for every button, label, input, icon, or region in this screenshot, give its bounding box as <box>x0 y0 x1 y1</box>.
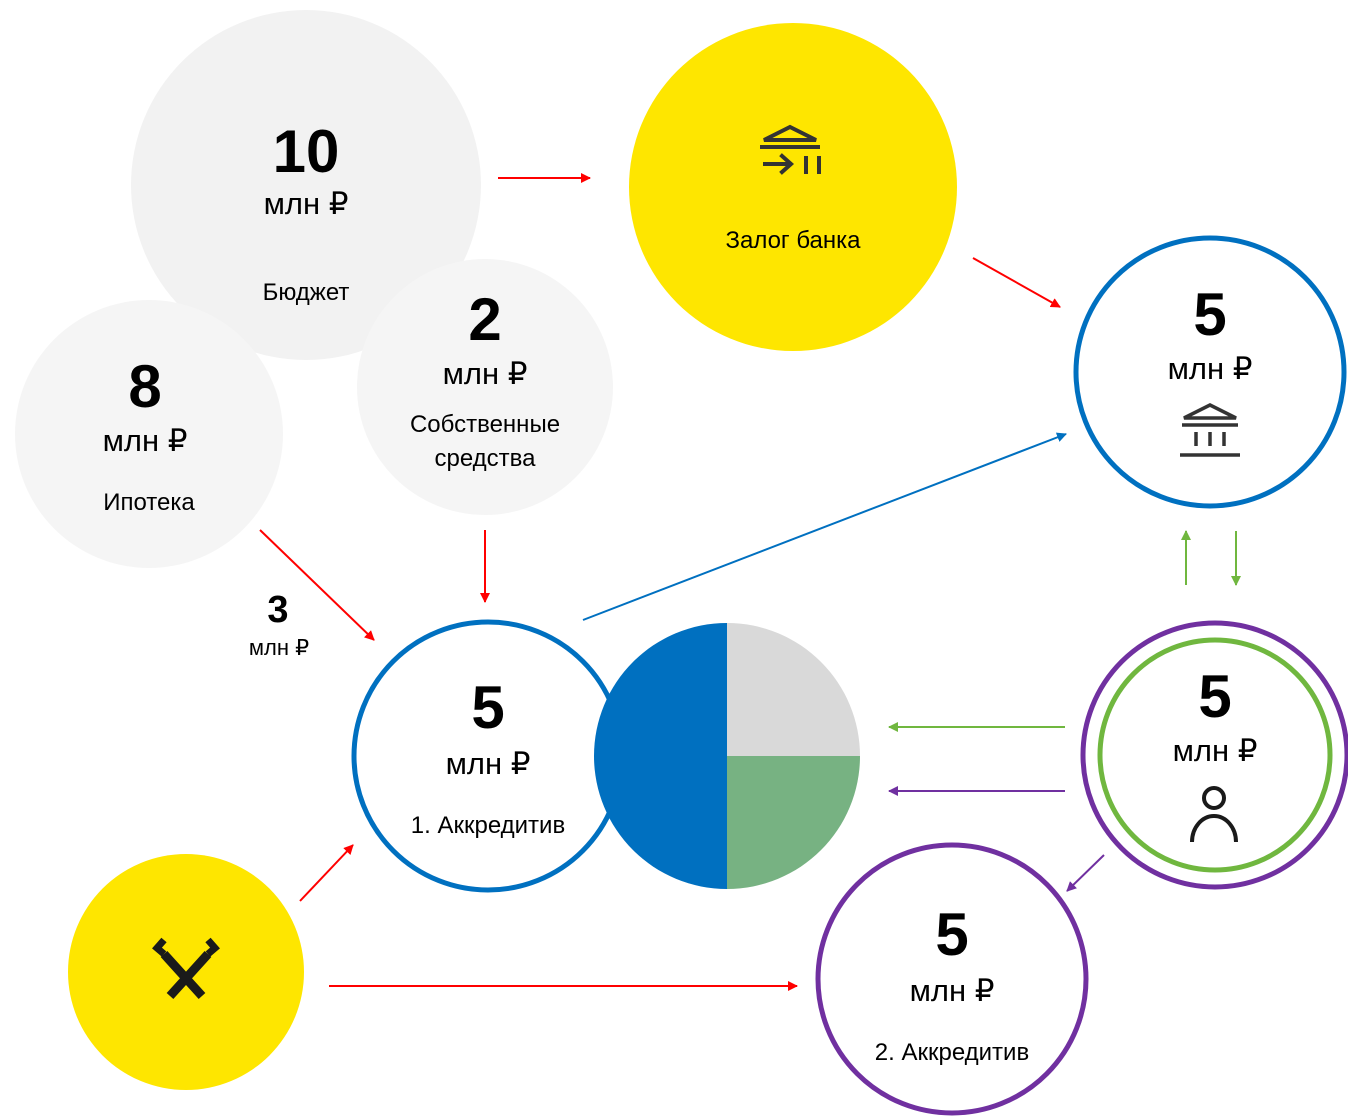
own-funds-circle <box>357 259 613 515</box>
budget-label: Бюджет <box>263 279 350 306</box>
mortgage-amount: 8 <box>128 353 161 420</box>
own-funds-label-line2: средства <box>435 445 537 472</box>
pie-chart <box>594 623 860 889</box>
budget-amount: 10 <box>273 118 340 185</box>
arrow-pledge-to-bank <box>972 257 1061 308</box>
person-icon <box>1190 786 1238 843</box>
mortgage-unit: млн ₽ <box>103 423 188 458</box>
loc2-circle <box>815 842 1089 1116</box>
own-funds-unit: млн ₽ <box>443 356 528 391</box>
budget-unit: млн ₽ <box>264 186 349 221</box>
pie-quadrant-top-right <box>727 623 860 756</box>
budget-circle <box>131 10 481 360</box>
seller-amount: 5 <box>1198 663 1231 730</box>
bank-pledge-label: Залог банка <box>725 227 861 254</box>
arrow-seller-to-loc2 <box>1066 854 1105 892</box>
bank-pledge-circle <box>629 23 957 351</box>
bank-icon <box>1180 403 1240 457</box>
seller-inner-ring <box>1097 637 1333 873</box>
raiffeisen-logo-icon <box>152 937 220 1000</box>
arrow-label-amount: 3 <box>267 589 288 631</box>
mortgage-circle <box>15 300 283 568</box>
arrow-label-unit: млн ₽ <box>249 635 309 660</box>
loc2-unit: млн ₽ <box>910 973 995 1008</box>
bank-unit: млн ₽ <box>1168 351 1253 386</box>
arrow-mortgage-to-loc1 <box>259 529 375 641</box>
mortgage-label: Ипотека <box>103 489 195 516</box>
loc2-amount: 5 <box>935 901 968 968</box>
own-funds-label-line1: Собственные <box>410 411 560 438</box>
loc1-amount: 5 <box>471 674 504 741</box>
bank-circle <box>1073 235 1347 509</box>
arrow-raiffeisen-to-loc1 <box>299 844 354 902</box>
loc1-label: 1. Аккредитив <box>411 812 565 839</box>
pie-quadrant-bottom-right <box>727 756 860 889</box>
own-funds-amount: 2 <box>468 286 501 353</box>
arrow-loc1-to-bank <box>582 432 1067 621</box>
pie-quadrant-top-left <box>594 623 727 756</box>
loc1-unit: млн ₽ <box>446 746 531 781</box>
loc2-label: 2. Аккредитив <box>875 1039 1029 1066</box>
bank-amount: 5 <box>1193 281 1226 348</box>
pie-quadrant-bottom-left <box>594 756 727 889</box>
seller-unit: млн ₽ <box>1173 733 1258 768</box>
bank-transfer-icon <box>760 124 821 175</box>
